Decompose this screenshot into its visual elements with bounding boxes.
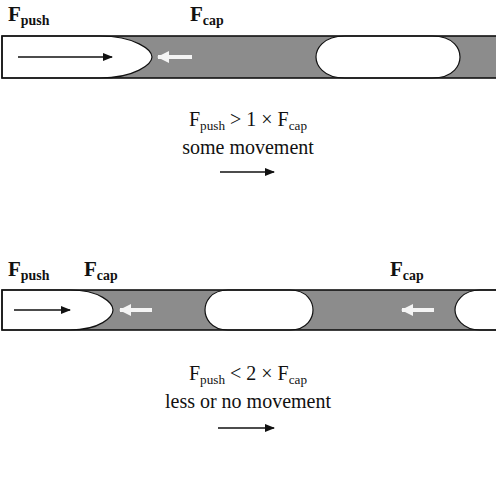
subscript: cap (289, 118, 307, 133)
force-label: Fcap (84, 257, 118, 281)
gas-bubble (316, 36, 460, 78)
outcome-note: some movement (182, 136, 314, 159)
text-run: F (8, 2, 21, 26)
subscript: push (200, 118, 225, 133)
subscript: cap (203, 13, 224, 28)
force-relation: Fpush > 1 × Fcap (189, 108, 307, 131)
subscript: push (21, 13, 50, 28)
gas-bubble (455, 290, 496, 330)
text-run: > 1 × F (225, 108, 289, 130)
push-gas (2, 36, 152, 78)
push-gas (2, 290, 113, 330)
liquid-plug (2, 290, 496, 330)
liquid-plug (2, 36, 496, 78)
outcome-note: less or no movement (165, 390, 331, 413)
text-run: F (84, 257, 97, 281)
force-label: Fcap (190, 2, 224, 26)
subscript: cap (97, 268, 118, 283)
text-run: F (390, 257, 403, 281)
capillary-tube (2, 36, 496, 78)
text-run: F (189, 108, 200, 130)
force-label: Fpush (8, 257, 49, 281)
text-run: F (189, 362, 200, 384)
tube-wall (2, 36, 496, 78)
capillary-tube (2, 290, 496, 330)
tube-wall (2, 290, 496, 330)
capillary-arrow (402, 308, 434, 312)
subscript: cap (403, 268, 424, 283)
text-run: F (190, 2, 203, 26)
subscript: push (200, 372, 225, 387)
movement-arrow (218, 427, 274, 428)
subscript: push (21, 268, 50, 283)
push-arrow (18, 56, 112, 58)
movement-arrow (220, 171, 274, 172)
text-run: less or no movement (165, 390, 331, 412)
capillary-arrow (158, 55, 192, 59)
force-relation: Fpush < 2 × Fcap (189, 362, 307, 385)
text-run: some movement (182, 136, 314, 158)
push-arrow (14, 309, 70, 311)
subscript: cap (289, 372, 307, 387)
force-label: Fpush (8, 2, 49, 26)
capillary-arrow (120, 308, 152, 312)
gas-bubble (205, 290, 313, 330)
force-label: Fcap (390, 257, 424, 281)
text-run: < 2 × F (225, 362, 289, 384)
text-run: F (8, 257, 21, 281)
